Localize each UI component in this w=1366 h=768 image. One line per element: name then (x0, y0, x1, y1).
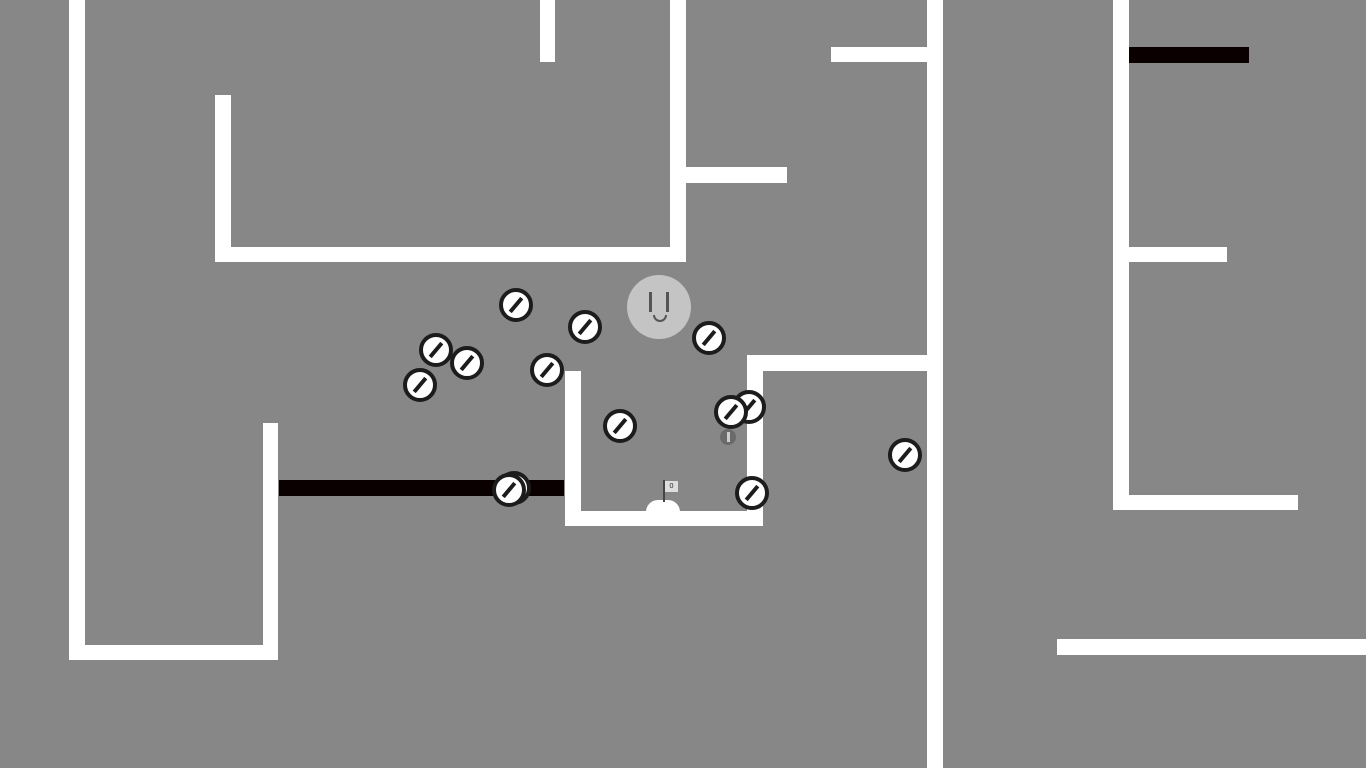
enemy-ball (568, 310, 602, 344)
hazard-bar (1129, 47, 1249, 63)
wall (565, 371, 581, 526)
left-eye-icon (649, 292, 652, 312)
wall (565, 511, 763, 526)
goal-flag: 0 (646, 478, 682, 512)
wall (670, 0, 686, 262)
smile-icon (653, 315, 667, 322)
wall (1113, 0, 1129, 510)
wall (215, 247, 686, 262)
enemy-ball (419, 333, 453, 367)
enemy-ball (692, 321, 726, 355)
wall (1129, 247, 1227, 262)
wall (215, 95, 231, 262)
wall (69, 0, 85, 660)
enemy-ball (499, 288, 533, 322)
flag-label: 0 (665, 481, 678, 492)
enemy-ball (603, 409, 637, 443)
enemy-ball (888, 438, 922, 472)
wall (263, 423, 278, 660)
player-ball (627, 275, 691, 339)
enemy-ball (450, 346, 484, 380)
flag-pole (663, 480, 665, 502)
wall (747, 355, 927, 371)
flag-mound (646, 500, 680, 512)
enemy-ball (735, 476, 769, 510)
wall (540, 0, 555, 62)
coin (720, 429, 736, 445)
wall (1113, 495, 1298, 510)
wall (686, 167, 787, 183)
wall (831, 47, 927, 62)
enemy-ball (492, 473, 526, 507)
enemy-ball (403, 368, 437, 402)
enemy-ball (530, 353, 564, 387)
right-eye-icon (666, 292, 669, 312)
wall (1057, 639, 1366, 655)
wall (927, 0, 943, 768)
wall (69, 645, 278, 660)
enemy-ball (714, 395, 748, 429)
